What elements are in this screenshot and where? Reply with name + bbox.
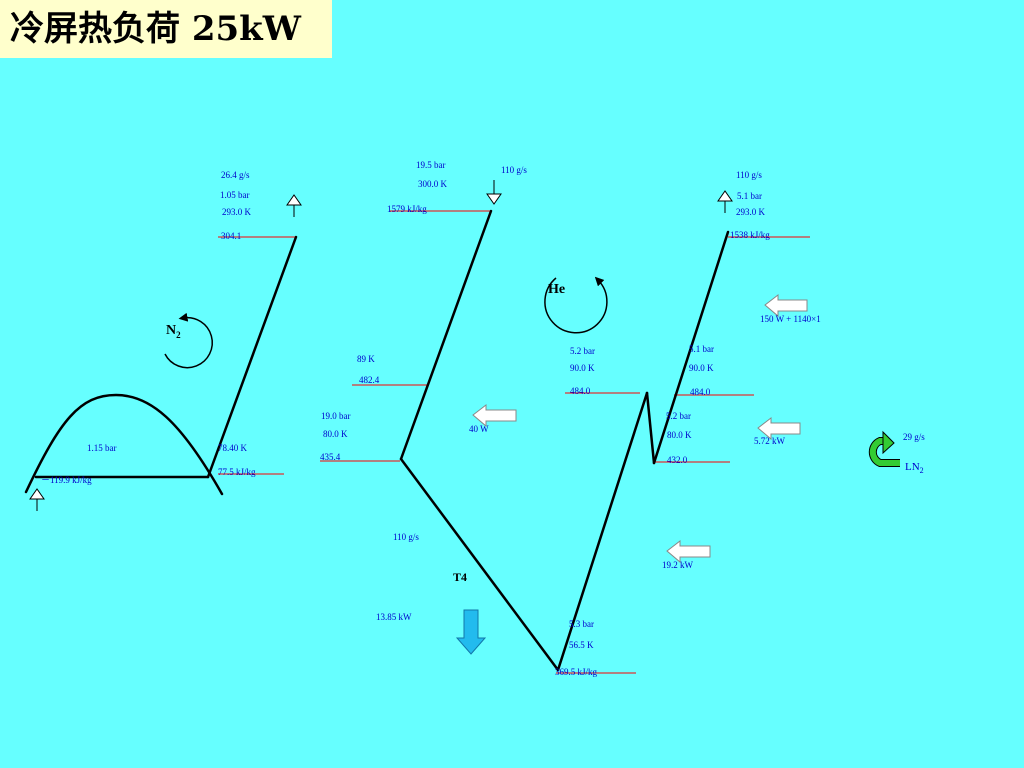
he-out-pressure: 5.1 bar [737,191,762,201]
up-arrow-icon [286,194,302,217]
n2-label: N2 [166,323,181,340]
he-p5-temp: 80.0 K [667,430,692,440]
n2-inlet-enthalpy: －119.9 kJ/kg [41,475,92,485]
he-low-temp: 56.5 K [569,640,594,650]
left-arrow-icon [666,539,711,564]
he-out-temp: 293.0 K [736,207,765,217]
n2-outlet-pressure: 1.05 bar [220,190,250,200]
turbine-power: 13.85 kW [376,612,412,622]
ln2-flow: 29 g/s [903,432,925,442]
n2-dome-pressure: 1.15 bar [87,443,117,453]
up-arrow-icon [29,488,45,511]
he-heating-line-2 [645,391,656,465]
n2-cycle-arrow [164,312,213,369]
n2-saturation-dome [24,393,224,496]
he-p3-pressure: 5.2 bar [570,346,595,356]
left-arrow-icon [757,416,801,441]
he-p2-pressure: 19.0 bar [321,411,351,421]
u-turn-arrow-icon [868,430,900,467]
he-heat-150: 150 W + 1140×1 [760,314,821,324]
down-arrow-icon [486,180,502,205]
he-p2-enthalpy: 435.4 [320,452,341,462]
he-cycle-arrow [544,276,608,334]
he-p4-temp: 90.0 K [689,363,714,373]
he-p3-enthalpy: 484.0 [570,386,591,396]
he-heat-40: 40 W [469,424,489,434]
n2-outlet-temp: 293.0 K [222,207,251,217]
he-heat-19: 19.2 kW [662,560,693,570]
state-lines [40,210,810,674]
he-cooling-line [399,209,493,461]
he-heating-line-3 [652,230,730,465]
he-in-flow: 110 g/s [501,165,527,175]
he-p1-temp: 89 K [357,354,375,364]
he-out-enthalpy: 1538 kJ/kg [730,230,770,240]
up-arrow-icon [717,190,733,213]
he-p3-temp: 90.0 K [570,363,595,373]
turbine-label: T4 [453,570,468,584]
he-label: He [548,282,566,297]
he-p5-enthalpy: 432.0 [667,455,688,465]
n2-flow: 26.4 g/s [221,170,250,180]
he-low-pressure: 5.3 bar [569,619,594,629]
he-in-temp: 300.0 K [418,179,447,189]
left-arrow-icon [472,403,517,428]
he-heat-572: 5.72 kW [754,436,785,446]
he-p4-enthalpy: 484.0 [690,387,711,397]
he-p1-enthalpy: 482.4 [359,375,380,385]
he-mid-flow: 110 g/s [393,532,419,542]
n2-sat-temp: 78.40 K [218,443,247,453]
he-p5-pressure: 5.2 bar [666,411,691,421]
n2-sat-enthalpy: 77.5 kJ/kg [218,467,256,477]
n2-superheat-line [206,235,298,479]
he-out-flow: 110 g/s [736,170,762,180]
t4-output-arrow [455,609,487,655]
he-p2-temp: 80.0 K [323,429,348,439]
he-in-enthalpy: 1579 kJ/kg [387,204,427,214]
left-arrow-icon [764,293,808,318]
n2-outlet-enthalpy: 304.1 [221,231,242,241]
page-title: 冷屏热负荷 25kW [0,0,332,58]
he-p4-pressure: 5.1 bar [689,344,714,354]
process-lines [24,209,730,672]
he-heating-line-1 [556,391,649,672]
ln2-label: LN2 [905,461,924,476]
he-low-enthalpy: 369.5 kJ/kg [555,667,598,677]
he-expansion-line [399,457,560,672]
he-in-pressure: 19.5 bar [416,160,446,170]
